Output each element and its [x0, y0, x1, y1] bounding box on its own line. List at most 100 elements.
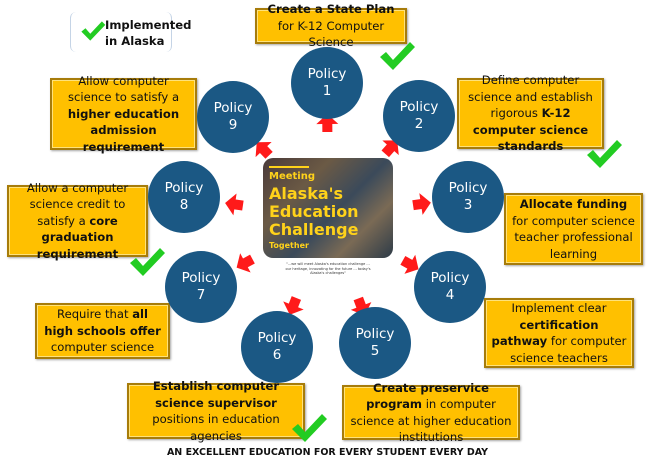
- red-arrow-icon: [412, 193, 431, 215]
- legend-check-icon: [81, 21, 106, 41]
- policy-label: Policy: [181, 270, 221, 286]
- policy-description-text: for computer science teacher professiona…: [512, 213, 635, 261]
- policy-description-bold: certification pathway: [491, 317, 599, 349]
- arrow-to-policy-2: [381, 140, 399, 158]
- policy-description: Implement clear certification pathway fo…: [490, 300, 628, 366]
- arrow-to-policy-6: [283, 296, 304, 315]
- red-arrow-icon: [381, 140, 399, 158]
- policy-description: Allow computer science to satisfy a high…: [56, 73, 191, 156]
- red-arrow-icon: [283, 296, 304, 315]
- policy-description-text: computer science: [50, 340, 155, 355]
- policy-description-bold: K-12 computer science standards: [472, 106, 589, 154]
- red-arrow-icon: [255, 141, 273, 159]
- policy-number: 1: [322, 83, 332, 99]
- policy-description-bold: Create preservice program: [366, 380, 489, 412]
- legend-bracket: [70, 12, 172, 52]
- implemented-check-icon: [587, 140, 622, 168]
- policy-number: 5: [370, 343, 380, 359]
- policy-label: Policy: [164, 180, 204, 196]
- policy-description: Define computer science and establish ri…: [463, 72, 598, 155]
- policy-description-bold: core graduation requirement: [36, 213, 119, 261]
- policy-description: Create preservice program in computer sc…: [348, 380, 514, 446]
- policy-description-bold: Allocate funding: [519, 197, 628, 211]
- policy-label: Policy: [307, 66, 347, 82]
- legend-label-line1: Implemented: [105, 18, 192, 32]
- legend-label-line2: in Alaska: [105, 34, 165, 48]
- policy-description-bold: higher education admission requirement: [67, 106, 180, 154]
- implemented-check-icon: [130, 248, 165, 276]
- policy-number: 6: [272, 347, 282, 363]
- policy-description-bold: all high schools offer: [44, 307, 161, 338]
- center-image-meeting-alaskas-education-challenge: Meeting Alaska's Education Challenge Tog…: [263, 158, 393, 258]
- arrow-to-policy-7: [236, 253, 255, 273]
- policy-8-description-box: Allow a computer science credit to satis…: [7, 181, 148, 261]
- image-accent-bar: [269, 166, 309, 168]
- policy-description-bold: Establish computer science supervisor: [152, 379, 280, 410]
- policy-description: Establish computer science supervisor po…: [133, 378, 299, 444]
- arrow-to-policy-8: [225, 193, 244, 216]
- policy-label: Policy: [430, 270, 470, 286]
- red-arrow-icon: [400, 254, 419, 274]
- policy-number: 3: [463, 197, 473, 213]
- policy-number: 4: [445, 287, 455, 303]
- policy-description-text: Implement clear: [511, 301, 607, 315]
- red-arrow-icon: [236, 253, 255, 273]
- image-title-line: Challenge: [269, 220, 359, 239]
- policy-description-text: Allow computer science to satisfy a: [67, 73, 180, 105]
- policy-description-text: for K-12 Computer Science: [277, 18, 385, 50]
- policy-5-description-box: Create preservice program in computer sc…: [342, 381, 520, 444]
- arrow-to-policy-4: [400, 254, 419, 274]
- policy-1-description-box: Create a State Plan for K-12 Computer Sc…: [255, 2, 407, 49]
- policy-number: 2: [414, 116, 424, 132]
- red-arrow-icon: [316, 114, 339, 133]
- legend-label: Implemented in Alaska: [105, 17, 191, 49]
- policy-description-text: Require that: [57, 307, 133, 322]
- arrow-to-policy-9: [255, 141, 273, 159]
- image-title-line: Education: [269, 202, 359, 221]
- policy-number: 7: [196, 287, 206, 303]
- policy-description: Allocate funding for computer science te…: [510, 196, 637, 262]
- policy-label: Policy: [213, 100, 253, 116]
- policy-description-text: Allow a computer science credit to satis…: [26, 180, 129, 228]
- image-subtitle-top: Meeting: [269, 171, 316, 182]
- policy-description: Allow a computer science credit to satis…: [13, 180, 142, 263]
- policy-4-description-box: Implement clear certification pathway fo…: [484, 298, 634, 368]
- implemented-check-icon: [380, 42, 415, 70]
- image-subtitle-bottom: Together: [269, 241, 309, 250]
- image-title-line: Alaska's: [269, 184, 344, 203]
- policy-label: Policy: [399, 99, 439, 115]
- arrow-to-policy-3: [412, 193, 431, 215]
- footer-tagline: AN EXCELLENT EDUCATION FOR EVERY STUDENT…: [166, 447, 489, 458]
- policy-description-text: for computer science teachers: [510, 334, 627, 365]
- policy-description-text: positions in education agencies: [152, 412, 280, 443]
- policy-description: Require that all high schools offer comp…: [41, 306, 164, 356]
- policy-description: Create a State Plan for K-12 Computer Sc…: [261, 1, 401, 51]
- policy-9-description-box: Allow computer science to satisfy a high…: [50, 74, 197, 154]
- policy-number: 8: [179, 197, 189, 213]
- image-caption: "...we will meet Alaska's education chal…: [285, 262, 371, 275]
- policy-2-description-box: Define computer science and establish ri…: [457, 73, 604, 153]
- policy-3-description-box: Allocate funding for computer science te…: [504, 193, 643, 265]
- policy-description-bold: Create a State Plan: [267, 2, 395, 17]
- policy-6-description-box: Establish computer science supervisor po…: [127, 379, 305, 443]
- red-arrow-icon: [225, 193, 244, 216]
- policy-label: Policy: [257, 330, 297, 346]
- policy-number: 9: [228, 117, 238, 133]
- policy-description-text: in computer science at higher education …: [350, 397, 512, 444]
- implemented-check-icon: [292, 414, 327, 442]
- policy-label: Policy: [355, 326, 395, 342]
- policy-7-description-box: Require that all high schools offer comp…: [35, 303, 170, 359]
- policy-description-text: Define computer science and establish ri…: [468, 73, 593, 121]
- policy-label: Policy: [448, 180, 488, 196]
- image-title: Alaska's Education Challenge: [269, 185, 359, 239]
- arrow-to-policy-1: [316, 114, 339, 133]
